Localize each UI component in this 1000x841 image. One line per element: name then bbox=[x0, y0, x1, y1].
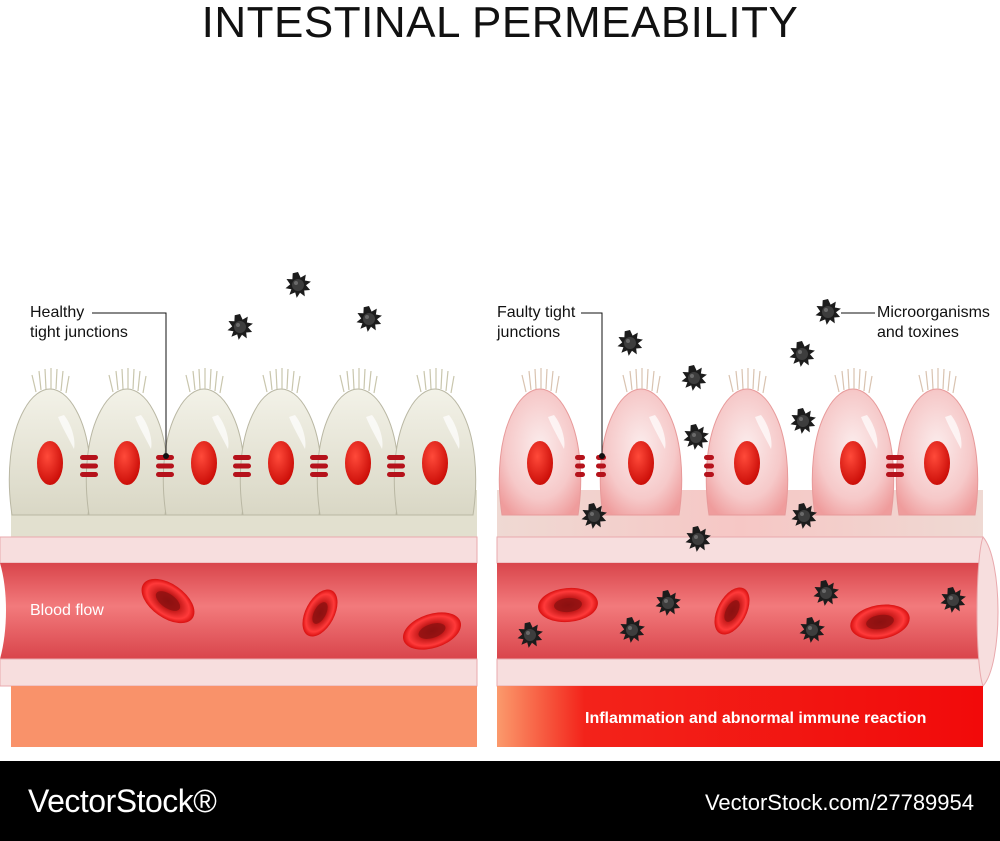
healthy-cell bbox=[162, 367, 246, 516]
inflammation-label: Inflammation and abnormal immune reactio… bbox=[585, 710, 927, 727]
healthy-blood-vessel bbox=[0, 536, 478, 687]
footer-brand: VectorStock® bbox=[28, 783, 217, 819]
footer-bar bbox=[0, 761, 1000, 841]
healthy-cell bbox=[316, 367, 400, 516]
tight-junction bbox=[80, 455, 98, 477]
faulty-panel bbox=[496, 299, 999, 747]
microorganisms-label: Microorganisms and toxines bbox=[877, 304, 990, 341]
faulty-junctions-label: Faulty tight junctions bbox=[497, 304, 576, 341]
healthy-cell bbox=[85, 367, 169, 516]
footer-image-id: VectorStock.com/27789954 bbox=[704, 790, 974, 815]
healthy-pointer-dot bbox=[163, 453, 169, 459]
blood-flow-label: Blood flow bbox=[30, 602, 104, 619]
faulty-cell bbox=[498, 367, 582, 516]
tight-junction bbox=[387, 455, 405, 477]
page-title: INTESTINAL PERMEABILITY bbox=[201, 0, 799, 47]
microbe bbox=[681, 365, 707, 391]
healthy-cell bbox=[393, 367, 477, 516]
microbe bbox=[789, 341, 815, 367]
microbe bbox=[617, 330, 643, 356]
broken-junction bbox=[575, 455, 585, 477]
broken-junction bbox=[704, 455, 714, 477]
faulty-cell bbox=[599, 367, 683, 516]
healthy-panel bbox=[0, 272, 478, 747]
tight-junction bbox=[233, 455, 251, 477]
healthy-cell bbox=[8, 367, 92, 516]
inflamed-tissue bbox=[497, 686, 983, 747]
healthy-pointer-line bbox=[92, 312, 167, 455]
healthy-cell bbox=[239, 367, 323, 516]
healthy-microbes bbox=[227, 272, 382, 340]
microbe bbox=[790, 408, 816, 434]
microbe bbox=[683, 424, 709, 450]
microbe bbox=[285, 272, 311, 298]
faulty-cell bbox=[811, 367, 895, 516]
microbe bbox=[227, 314, 253, 340]
faulty-cell bbox=[705, 367, 789, 516]
faulty-pointer-dot bbox=[599, 453, 605, 459]
healthy-junctions-label: Healthy tight junctions bbox=[30, 304, 128, 341]
faulty-epithelial-cells bbox=[498, 367, 979, 516]
faulty-cell bbox=[895, 367, 979, 516]
faulty-pointer-line bbox=[581, 312, 603, 455]
tight-junction bbox=[886, 455, 904, 477]
illustration bbox=[0, 272, 999, 747]
microbe bbox=[356, 306, 382, 332]
tight-junction bbox=[310, 455, 328, 477]
healthy-tissue bbox=[11, 686, 477, 747]
microbe bbox=[815, 299, 841, 325]
healthy-epithelial-cells bbox=[8, 367, 477, 516]
